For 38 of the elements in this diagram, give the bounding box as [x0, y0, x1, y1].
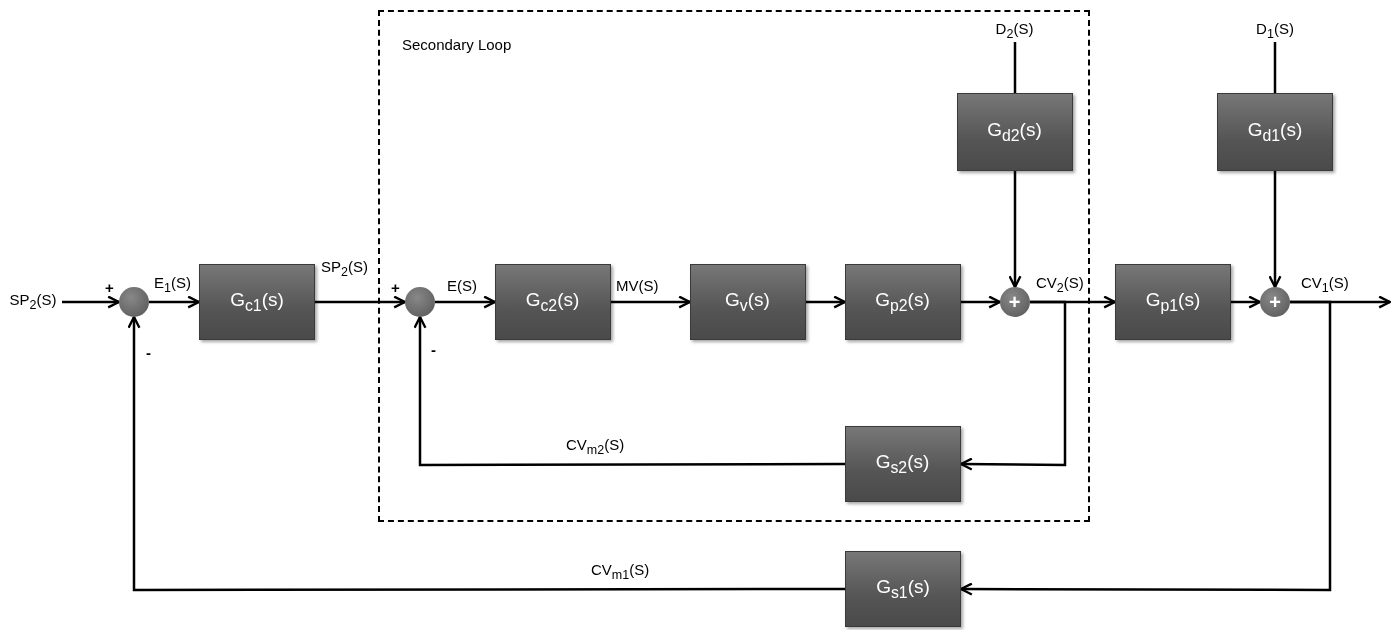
- transfer-function-block: G$_{p1}$(s): [1115, 264, 1231, 340]
- sign-label: +: [104, 280, 115, 297]
- transfer-function-block: G$_{v}$(s): [689, 263, 806, 340]
- summing-junction: [404, 286, 435, 317]
- signal-arrow: [1008, 171, 1022, 289]
- signal-arrow: [959, 300, 1332, 596]
- summing-junction: [119, 287, 149, 317]
- signal-label: SP$_{2}$(S): [4, 291, 62, 313]
- signal-arrow: [1268, 171, 1282, 289]
- signal-arrow: [611, 295, 692, 309]
- signal-arrow: [806, 295, 847, 309]
- summing-junction: +: [1260, 287, 1290, 317]
- signal-label: D$_{2}$(S): [985, 19, 1044, 42]
- summing-junction: +: [999, 286, 1030, 317]
- transfer-function-block: G$_{d1}$(s): [1217, 93, 1333, 171]
- transfer-function-block: G$_{p2}$(s): [844, 263, 961, 340]
- transfer-function-block: G$_{s2}$(s): [844, 425, 961, 502]
- signal-label: D$_{1}$(S): [1246, 20, 1304, 42]
- secondary-loop-boundary: [378, 10, 1090, 522]
- sign-label: +: [390, 280, 401, 297]
- sign-label: -: [145, 345, 152, 362]
- edge-label: E(S): [446, 278, 478, 295]
- transfer-function-block: G$_{c2}$(s): [494, 263, 611, 340]
- edge-label: MV(S): [615, 278, 660, 295]
- signal-arrow: [62, 295, 121, 309]
- signal-arrow: [315, 295, 407, 309]
- signal-arrow: [1231, 295, 1262, 309]
- signal-arrow: [127, 315, 845, 592]
- signal-arrow: [413, 315, 845, 467]
- signal-arrow: [435, 295, 497, 309]
- signal-arrow: [961, 295, 1002, 309]
- signal-arrow: [959, 300, 1067, 471]
- transfer-function-block: G$_{s1}$(s): [845, 551, 961, 627]
- loop-title: Secondary Loop: [402, 36, 512, 53]
- transfer-function-block: G$_{d2}$(s): [956, 92, 1073, 171]
- signal-arrow: [149, 295, 201, 309]
- transfer-function-block: G$_{c1}$(s): [199, 264, 315, 340]
- sign-label: -: [430, 342, 437, 359]
